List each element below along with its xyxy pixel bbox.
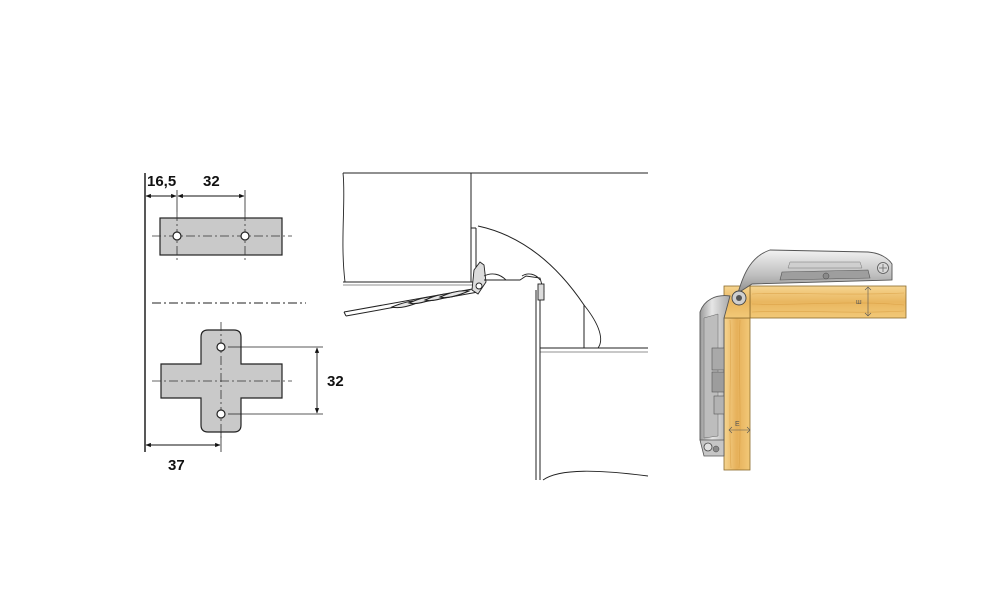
hinge-marker-side: E (735, 421, 740, 428)
dimension-label-16-5: 16,5 (147, 173, 176, 190)
hinge-mechanism-section (471, 261, 545, 301)
hinge-marker-top: ш (856, 299, 862, 306)
cabinet-side-panel (343, 172, 472, 283)
mounting-screw (703, 442, 713, 452)
cross-mounting-plate (152, 322, 292, 440)
mounting-plate-dimension-drawing: 16,5 32 32 37 (144, 173, 344, 474)
dimension-label-32-vertical: 32 (327, 373, 344, 390)
screw-hole (172, 231, 182, 241)
hinge-illustration: ш E (699, 249, 907, 471)
cabinet-cross-section (342, 172, 649, 481)
dimension-label-32-top: 32 (203, 173, 220, 190)
straight-mounting-plate (152, 212, 292, 262)
dimension-label-37: 37 (168, 457, 185, 474)
screw-hole (240, 231, 250, 241)
screw-hole (216, 409, 226, 419)
wooden-cabinet-side (723, 317, 751, 471)
wooden-cabinet-top (749, 285, 907, 319)
screw-hole (216, 342, 226, 352)
